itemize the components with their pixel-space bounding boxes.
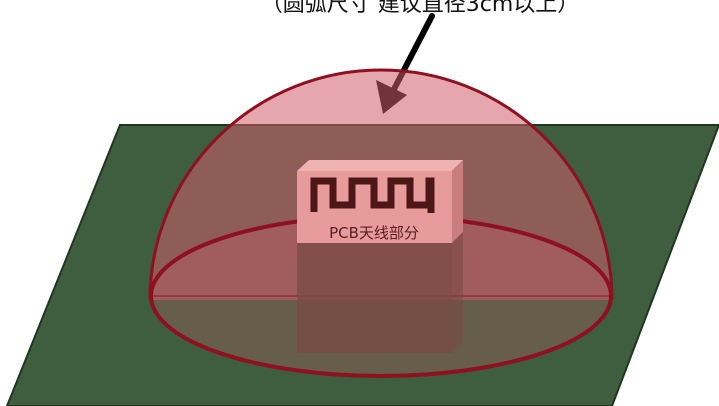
keepout-note: （圆弧尺寸 建议直径3cm以上） bbox=[261, 0, 580, 17]
pcb-top-face bbox=[297, 160, 463, 171]
pcb-antenna-block: PCB天线部分 bbox=[297, 160, 463, 353]
pcb-shadow bbox=[297, 243, 452, 353]
meander-antenna-icon bbox=[310, 177, 435, 213]
pcb-shadow-side bbox=[452, 232, 463, 353]
pcb-antenna-label: PCB天线部分 bbox=[329, 224, 419, 242]
dome-outline bbox=[148, 68, 614, 301]
pcb-side-face bbox=[452, 160, 463, 243]
